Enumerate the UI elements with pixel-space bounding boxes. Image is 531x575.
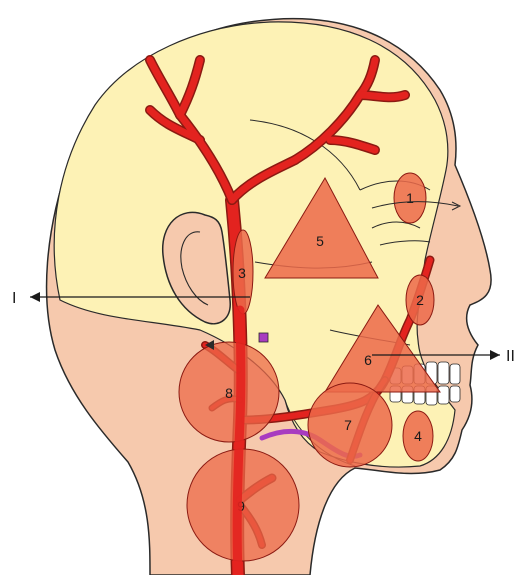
line-I-label: I [12, 290, 16, 307]
region-8-label: 8 [225, 385, 233, 401]
region-2: 2 [406, 275, 434, 325]
region-6-label: 6 [364, 352, 372, 368]
region-8: 8 [179, 342, 279, 442]
vein-marker [259, 333, 268, 342]
line-II-label: II [506, 348, 515, 365]
region-3-label: 3 [238, 265, 246, 281]
region-3: 3 [233, 230, 253, 314]
region-2-label: 2 [416, 292, 424, 308]
region-4-label: 4 [414, 428, 422, 444]
region-1: 1 [394, 173, 426, 223]
region-4: 4 [403, 411, 433, 461]
region-9: 9 [187, 449, 299, 561]
region-7-label: 7 [344, 417, 352, 433]
region-1-label: 1 [406, 190, 414, 206]
region-7: 7 [308, 383, 392, 467]
region-5-label: 5 [316, 233, 324, 249]
carotid-artery-overlay [237, 310, 241, 575]
